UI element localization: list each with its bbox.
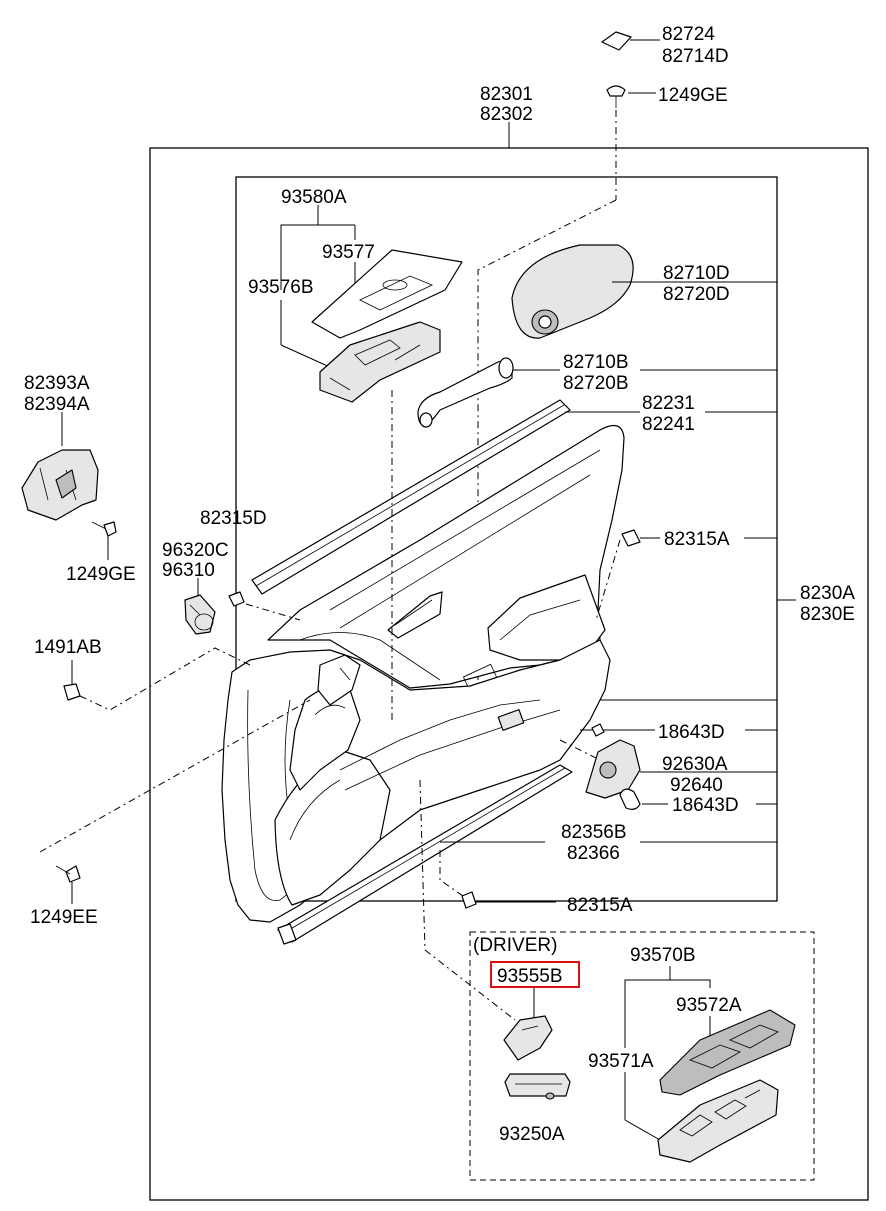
clip-82315d — [228, 530, 301, 621]
label-93576b: 93576B — [248, 277, 314, 298]
label-1491ab: 1491AB — [34, 637, 102, 658]
label-82315d: 82315D — [200, 508, 267, 529]
label-1249ee: 1249EE — [30, 907, 98, 928]
label-82315a-right: 82315A — [664, 529, 730, 550]
label-8230a: 8230A — [800, 583, 855, 604]
bracket-82393a — [21, 412, 99, 521]
door-trim-panel — [221, 424, 625, 923]
label-92630a: 92630A — [662, 754, 728, 775]
label-93250a: 93250A — [499, 1124, 565, 1145]
label-82720d: 82720D — [663, 284, 730, 305]
driver-box — [469, 931, 815, 1181]
label-96320c: 96320C — [162, 540, 229, 561]
switch-93250a — [504, 1073, 571, 1100]
tweeter-96320c — [184, 578, 216, 635]
weatherstrip-82231 — [251, 399, 777, 595]
label-92640: 92640 — [670, 775, 723, 796]
label-82241: 82241 — [642, 414, 695, 435]
label-driver: (DRIVER) — [473, 935, 557, 956]
label-82231: 82231 — [642, 393, 695, 414]
label-1249ge-top: 1249GE — [658, 85, 728, 106]
label-82301: 82301 — [480, 84, 533, 105]
bulb-18643d-top — [591, 723, 605, 737]
clip-82315a-right — [595, 529, 777, 621]
label-82724: 82724 — [662, 24, 715, 45]
label-1249ge-left: 1249GE — [66, 564, 136, 585]
label-82710b: 82710B — [563, 352, 629, 373]
label-82356b: 82356B — [561, 822, 627, 843]
label-82315a-bottom: 82315A — [567, 895, 633, 916]
switch-assembly-93580a — [280, 205, 463, 403]
label-8230e: 8230E — [800, 604, 855, 625]
label-82710d: 82710D — [663, 263, 730, 284]
label-82394a: 82394A — [24, 394, 90, 415]
label-82720b: 82720B — [563, 373, 629, 394]
handle-82710b — [417, 357, 777, 428]
screw-1249ee — [39, 699, 311, 904]
label-93571a: 93571A — [588, 1051, 654, 1072]
label-93577: 93577 — [322, 242, 375, 263]
label-93580a: 93580A — [281, 187, 347, 208]
label-18643d-bottom: 18643D — [672, 795, 739, 816]
screw-1249ge-top — [606, 85, 656, 200]
label-82393a: 82393A — [24, 373, 90, 394]
lamp-92630a — [559, 739, 777, 799]
lower-strip-82356b — [277, 764, 777, 945]
highlight-box-93555b — [490, 961, 580, 988]
clip-82315a-bottom — [439, 850, 556, 909]
bezel-93555b — [503, 987, 553, 1061]
bolt-1491ab — [63, 647, 251, 711]
label-18643d-top: 18643D — [658, 722, 725, 743]
screw-1249ge-left — [91, 521, 117, 560]
label-93570b: 93570B — [630, 945, 696, 966]
label-82302: 82302 — [480, 104, 533, 125]
pull-cup-82710d — [511, 244, 777, 339]
clip-82724 — [601, 31, 660, 51]
label-93555b: 93555B — [497, 966, 563, 987]
label-93572a: 93572A — [676, 995, 742, 1016]
master-switch-93570b — [624, 966, 796, 1163]
label-82714d: 82714D — [662, 46, 729, 67]
bulb-18643d-bottom — [619, 788, 777, 810]
label-82366: 82366 — [567, 843, 620, 864]
label-96310: 96310 — [162, 560, 215, 581]
